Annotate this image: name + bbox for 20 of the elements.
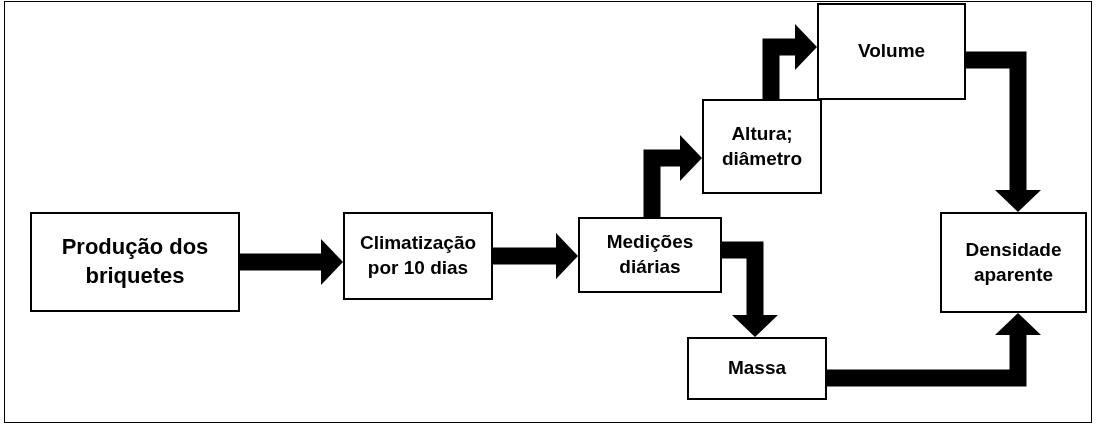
arrow — [240, 239, 343, 285]
arrow — [762, 24, 817, 99]
box-label: Volume — [857, 39, 926, 64]
box-label: Medições diárias — [605, 230, 695, 279]
box-label: Climatização por 10 dias — [358, 231, 478, 280]
process-box — [702, 99, 822, 194]
box-label: Massa — [727, 356, 787, 381]
process-box — [30, 212, 240, 312]
arrow — [493, 233, 578, 279]
process-box — [817, 3, 966, 100]
process-box — [687, 337, 827, 400]
box-label: Densidade aparente — [964, 237, 1063, 287]
box-label: Produção dos briquetes — [60, 233, 210, 290]
arrow — [827, 313, 1041, 387]
process-box — [940, 212, 1087, 313]
process-box — [343, 212, 493, 300]
arrow — [722, 241, 778, 337]
process-box — [578, 217, 722, 293]
box-label: Altura; diâmetro — [720, 121, 804, 171]
arrow — [643, 135, 702, 217]
